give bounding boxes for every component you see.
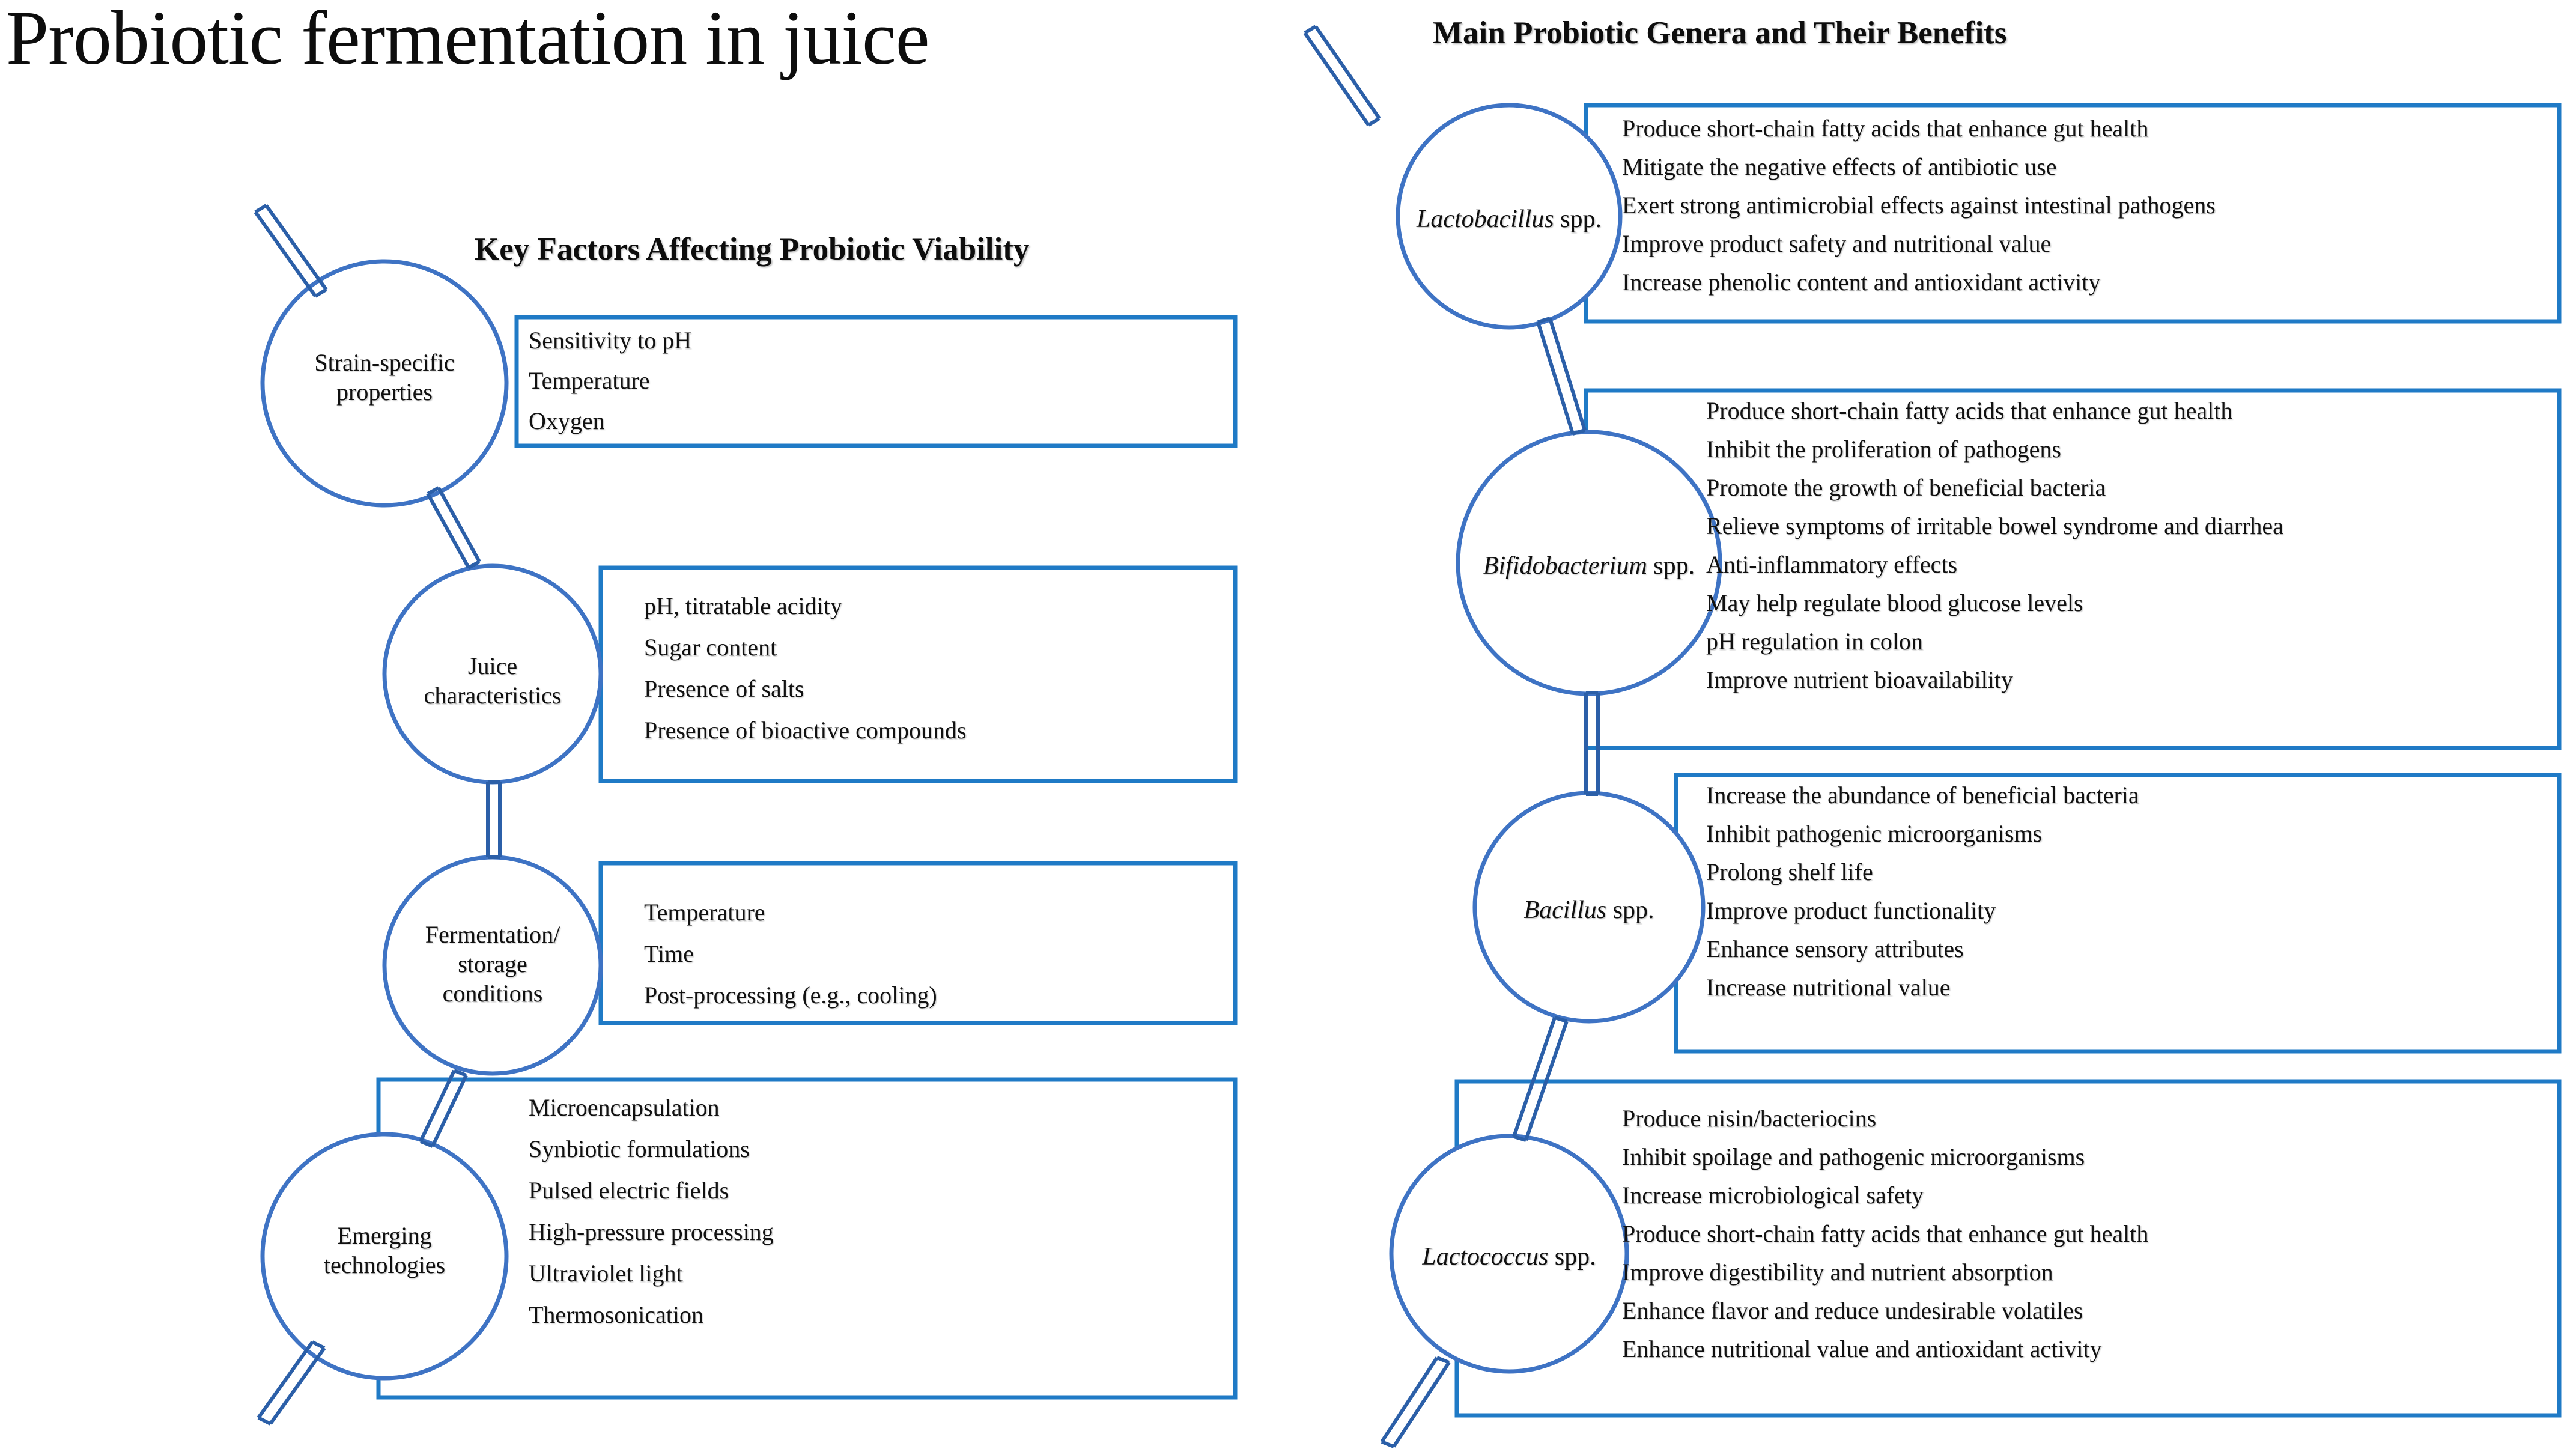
left-node-label-1: Strain-specific properties <box>314 349 455 406</box>
list-item: Improve digestibility and nutrient absor… <box>1622 1259 2053 1286</box>
right-node-label-4: Lactococcus spp. <box>1359 1242 1659 1272</box>
list-item: Relieve symptoms of irritable bowel synd… <box>1706 512 2283 539</box>
list-item: Time <box>644 940 694 967</box>
left-box-items-2: pH, titratable acidity Sugar content Pre… <box>644 592 967 744</box>
genus-name: Lactobacillus <box>1416 205 1554 233</box>
left-box-4 <box>376 1077 1238 1400</box>
left-node-label-2: Juice characteristics <box>424 652 562 709</box>
right-connector-1-2 <box>1536 317 1587 436</box>
genus-suffix: spp. <box>1548 1243 1596 1271</box>
list-item: Enhance sensory attributes <box>1706 935 1964 962</box>
right-connector-3-4 <box>1512 1016 1569 1142</box>
list-item: Temperature <box>644 899 765 926</box>
list-item: Inhibit pathogenic microorganisms <box>1706 820 2043 847</box>
list-item: Improve product safety and nutritional v… <box>1622 230 2052 257</box>
genus-name: Lactococcus <box>1422 1243 1549 1271</box>
list-item: Presence of salts <box>644 675 804 702</box>
list-item: May help regulate blood glucose levels <box>1706 589 2083 616</box>
right-node-label-2: Bifidobacterium spp. <box>1409 551 1769 582</box>
genus-suffix: spp. <box>1554 205 1602 233</box>
list-item: Increase the abundance of beneficial bac… <box>1706 782 2139 809</box>
list-item: Anti-inflammatory effects <box>1706 551 1958 578</box>
list-item: High-pressure processing <box>529 1218 774 1245</box>
list-item: Increase microbiological safety <box>1622 1182 1924 1209</box>
page-title: Probiotic fermentation in juice <box>6 0 930 80</box>
genus-suffix: spp. <box>1606 896 1654 924</box>
list-item: Inhibit spoilage and pathogenic microorg… <box>1622 1143 2085 1170</box>
list-item: Produce short-chain fatty acids that enh… <box>1706 397 2233 424</box>
list-item: Produce short-chain fatty acids that enh… <box>1622 1220 2149 1247</box>
list-item: Improve nutrient bioavailability <box>1706 666 2013 693</box>
list-item: Pulsed electric fields <box>529 1177 729 1204</box>
list-item: Produce nisin/bacteriocins <box>1622 1105 1877 1132</box>
list-item: Sugar content <box>644 634 777 661</box>
list-item: Enhance nutritional value and antioxidan… <box>1622 1335 2102 1362</box>
right-box-items-3: Increase the abundance of beneficial bac… <box>1706 781 2139 1001</box>
right-connector-top <box>1303 25 1381 127</box>
list-item: Produce short-chain fatty acids that enh… <box>1622 115 2149 142</box>
list-item: Post-processing (e.g., cooling) <box>644 982 937 1009</box>
left-connector-3-4 <box>419 1069 468 1148</box>
right-panel-title: Main Probiotic Genera and Their Benefits <box>1433 16 2007 50</box>
list-item: Inhibit the proliferation of pathogens <box>1706 436 2061 463</box>
left-box-items-1: Sensitivity to pH Temperature Oxygen <box>529 326 691 435</box>
left-connector-2-3 <box>486 780 502 859</box>
list-item: Promote the growth of beneficial bacteri… <box>1706 474 2106 501</box>
list-item: Increase nutritional value <box>1706 974 1951 1001</box>
list-item: Synbiotic formulations <box>529 1135 750 1162</box>
list-item: Improve product functionality <box>1706 897 1996 924</box>
left-box-items-4: Microencapsulation Synbiotic formulation… <box>529 1093 774 1329</box>
left-connector-1-2 <box>426 486 481 570</box>
list-item: pH regulation in colon <box>1706 628 1924 655</box>
right-connector-2-3 <box>1584 691 1600 796</box>
left-connector-top <box>254 204 328 298</box>
right-box-items-4: Produce nisin/bacteriocins Inhibit spoil… <box>1622 1104 2148 1363</box>
list-item: Microencapsulation <box>529 1094 720 1121</box>
left-panel-title: Key Factors Affecting Probiotic Viabilit… <box>475 232 1030 267</box>
list-item: Temperature <box>529 367 650 394</box>
list-item: Oxygen <box>529 407 605 434</box>
genus-suffix: spp. <box>1647 552 1695 580</box>
left-connector-bottom <box>257 1340 326 1426</box>
list-item: Exert strong antimicrobial effects again… <box>1622 192 2216 219</box>
left-box-items-3: Temperature Time Post-processing (e.g., … <box>644 898 937 1009</box>
right-box-items-1: Produce short-chain fatty acids that enh… <box>1622 114 2216 296</box>
right-node-label-3: Bacillus spp. <box>1439 895 1739 926</box>
list-item: pH, titratable acidity <box>644 592 842 619</box>
right-connector-bottom <box>1380 1356 1451 1448</box>
list-item: Increase phenolic content and antioxidan… <box>1622 269 2101 296</box>
genus-name: Bifidobacterium <box>1483 552 1647 580</box>
list-item: Prolong shelf life <box>1706 858 1873 885</box>
list-item: Sensitivity to pH <box>529 327 692 354</box>
genus-name: Bacillus <box>1523 896 1607 924</box>
list-item: Mitigate the negative effects of antibio… <box>1622 153 2057 180</box>
list-item: Enhance flavor and reduce undesirable vo… <box>1622 1297 2083 1324</box>
list-item: Ultraviolet light <box>529 1260 683 1287</box>
right-node-label-1: Lactobacillus spp. <box>1359 204 1659 235</box>
list-item: Presence of bioactive compounds <box>644 717 967 744</box>
list-item: Thermosonication <box>529 1301 704 1328</box>
left-node-label-3: Fermentation/ storage conditions <box>425 921 560 1007</box>
right-box-items-2: Produce short-chain fatty acids that enh… <box>1706 396 2283 694</box>
left-node-label-4: Emerging technologies <box>323 1222 446 1278</box>
